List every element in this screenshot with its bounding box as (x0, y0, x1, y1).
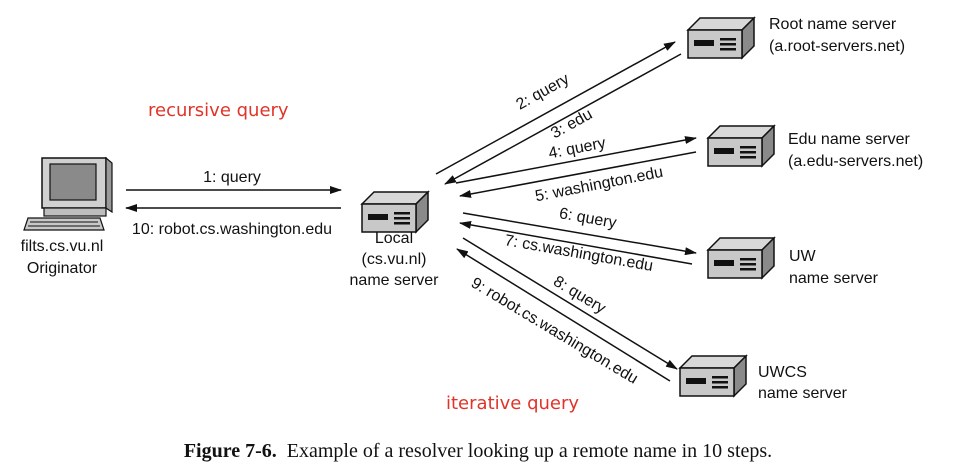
local-server-label-1: Local (375, 230, 413, 247)
edu-server-label-2: (a.edu-servers.net) (788, 153, 923, 170)
recursive-query-annotation: recursive query (148, 100, 289, 121)
edu-server-label-1: Edu name server (788, 131, 911, 148)
caption-text: Example of a resolver looking up a remot… (287, 440, 772, 462)
root-server-label-1: Root name server (769, 16, 897, 33)
arrow-step-6 (462, 212, 697, 256)
uwcs-server-label-2: name server (758, 385, 848, 402)
root-server-label-2: (a.root-servers.net) (769, 38, 905, 55)
step-2-label: 2: query (513, 71, 572, 114)
uw-server-label-2: name server (789, 270, 879, 287)
arrow-step-5 (459, 151, 697, 198)
arrow-step-2 (435, 41, 676, 175)
iterative-query-annotation: iterative query (446, 393, 579, 414)
step-8-label: 8: query (550, 273, 608, 317)
uw-server-label-1: UW (789, 248, 817, 265)
step-6-label: 6: query (558, 205, 618, 232)
originator-computer-icon (23, 156, 113, 231)
originator-host-label: filts.cs.vu.nl (21, 238, 104, 255)
step-10-label: 10: robot.cs.washington.edu (132, 221, 332, 238)
caption-label: Figure 7-6. (184, 440, 277, 462)
uwcs-server-icon (679, 355, 747, 397)
edu-server-icon (707, 125, 775, 167)
figure-caption: Figure 7-6. Example of a resolver looking… (184, 440, 772, 462)
uw-server-icon (707, 237, 775, 279)
arrow-step-9 (456, 248, 671, 382)
arrow-step-7 (459, 220, 693, 265)
arrow-step-8 (462, 237, 678, 370)
arrow-step-3 (444, 53, 682, 185)
originator-role-label: Originator (27, 260, 98, 277)
local-server-label-3: name server (350, 272, 440, 289)
uwcs-server-label-1: UWCS (758, 364, 807, 381)
step-1-label: 1: query (203, 169, 261, 186)
root-server-icon (687, 17, 755, 59)
arrow-step-4 (455, 136, 697, 184)
local-server-icon (361, 191, 429, 233)
local-server-label-2: (cs.vu.nl) (362, 251, 427, 268)
step-7-label: 7: cs.washington.edu (503, 232, 654, 275)
